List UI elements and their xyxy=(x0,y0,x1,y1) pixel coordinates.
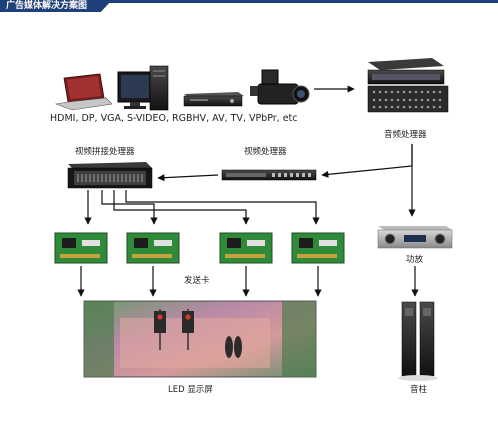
header-tab xyxy=(0,0,112,12)
amplifier-label: 功放 xyxy=(406,255,424,265)
video-splicer-label: 视频拼接处理器 xyxy=(75,147,135,157)
send-card-icon xyxy=(291,232,345,264)
led-screen-label: LED 显示屏 xyxy=(168,385,213,395)
arrow-splicer-to-card-2 xyxy=(101,190,158,225)
laptop-icon xyxy=(54,73,113,111)
video-processor-label: 视频处理器 xyxy=(244,147,287,157)
audio-matrix-icon xyxy=(367,58,449,113)
speaker-label: 音柱 xyxy=(410,385,428,395)
send-card-icon xyxy=(126,232,180,264)
dvd-player-icon xyxy=(183,92,244,107)
desktop-computer-icon xyxy=(117,65,169,111)
arrow-splicer-to-card-3 xyxy=(113,190,250,225)
sources-label: HDMI, DP, VGA, S-VIDEO, RGBHV, AV, TV, V… xyxy=(50,113,298,124)
send-card-icon xyxy=(54,232,108,264)
arrow-audio-to-video-processor xyxy=(321,144,413,178)
camcorder-icon xyxy=(250,69,310,105)
led-screen-icon xyxy=(83,300,317,378)
audio-processor-label: 音频处理器 xyxy=(384,130,427,140)
speaker-column-icon xyxy=(398,301,438,381)
arrow-video-processor-to-splicer xyxy=(157,174,219,182)
video-splicer-icon xyxy=(67,162,153,189)
arrow-splicer-to-card-4 xyxy=(125,190,320,225)
header-title: 广告媒体解决方案图 xyxy=(6,1,88,11)
header-bar: 广告媒体解决方案图 xyxy=(0,0,498,12)
amplifier-icon xyxy=(377,226,453,249)
send-card-icon xyxy=(219,232,273,264)
header-line xyxy=(0,0,498,3)
video-processor-icon xyxy=(221,169,317,181)
send-card-label: 发送卡 xyxy=(184,276,210,286)
